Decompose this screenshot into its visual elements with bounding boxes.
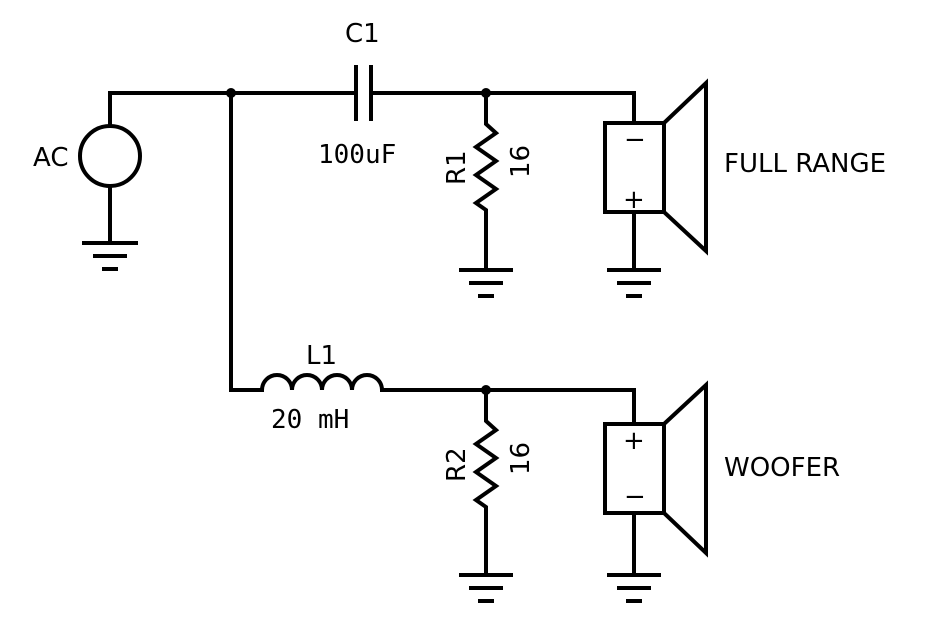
resistor-r1-ref: R1 <box>442 150 472 185</box>
resistor-r1-value: 16 <box>506 145 536 178</box>
full-range-minus-sign: − <box>624 125 646 155</box>
ground-symbol-woofer <box>607 573 661 603</box>
inductor-ref-label: L1 <box>306 341 337 371</box>
woofer-minus-sign: − <box>624 482 646 512</box>
speaker-full-range: − + FULL RANGE <box>603 78 886 298</box>
ground-symbol-r2 <box>459 573 513 603</box>
speaker-woofer-cone <box>662 380 708 558</box>
ground-symbol-r1 <box>459 268 513 298</box>
capacitor-ref-label: C1 <box>345 19 380 49</box>
resistor-r1: R1 16 <box>442 88 536 298</box>
woofer-plus-sign: + <box>623 426 645 456</box>
speaker-woofer-label: WOOFER <box>724 453 840 483</box>
full-range-plus-sign: + <box>623 185 645 215</box>
wire-source-top <box>108 91 233 128</box>
capacitor-value-label: 100uF <box>318 140 396 170</box>
inductor-l1: L1 20 mH <box>259 341 636 435</box>
speaker-full-range-label: FULL RANGE <box>724 149 886 179</box>
capacitor-c1: C1 100uF <box>229 19 636 170</box>
ground-symbol-full-range <box>607 268 661 298</box>
ac-source-label: AC <box>33 143 68 173</box>
ac-source: AC <box>33 91 233 271</box>
inductor-l1-coils <box>259 373 385 393</box>
speaker-woofer: + − WOOFER <box>603 380 840 603</box>
resistor-r1-symbol <box>472 91 500 272</box>
ac-source-symbol <box>78 124 142 188</box>
inductor-value-label: 20 mH <box>271 405 349 435</box>
ground-symbol-source <box>82 241 138 271</box>
resistor-r2-value: 16 <box>506 442 536 475</box>
resistor-r2-symbol <box>472 388 500 577</box>
resistor-r2-ref: R2 <box>442 447 472 482</box>
resistor-r2: R2 16 <box>442 385 536 603</box>
speaker-full-range-cone <box>662 78 708 256</box>
wire-trunk <box>229 91 264 392</box>
